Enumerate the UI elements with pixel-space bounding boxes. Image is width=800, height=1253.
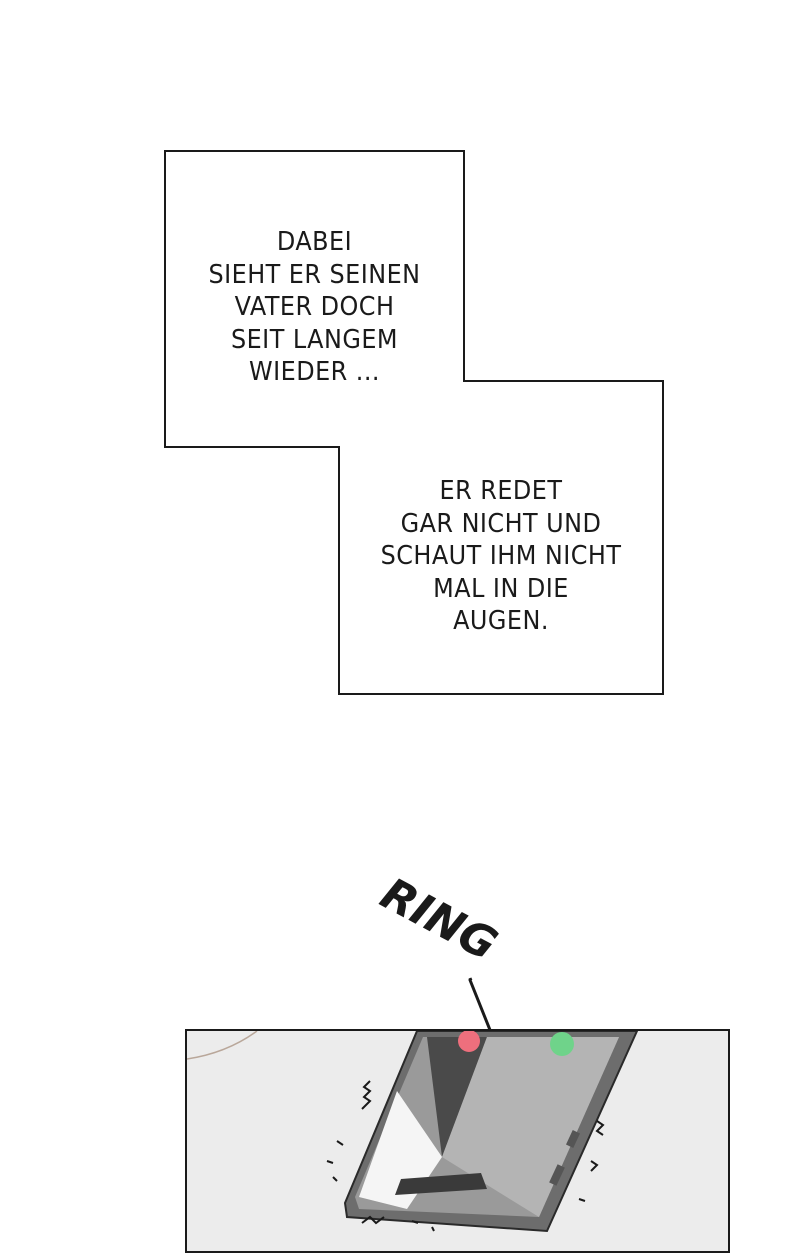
caption-outline bbox=[164, 150, 664, 695]
smartphone-icon bbox=[187, 1031, 639, 1233]
ring-sfx-text: RING bbox=[372, 868, 505, 971]
decline-call-button bbox=[458, 1031, 480, 1052]
caption-box-second: ER REDET GAR NICHT UND SCHAUT IHM NICHT … bbox=[340, 448, 662, 693]
caption-box-first: DABEI SIEHT ER SEINEN VATER DOCH SEIT LA… bbox=[166, 152, 463, 446]
caption-text-first: DABEI SIEHT ER SEINEN VATER DOCH SEIT LA… bbox=[208, 227, 421, 387]
caption-text-second: ER REDET GAR NICHT UND SCHAUT IHM NICHT … bbox=[380, 476, 622, 636]
accept-call-button bbox=[550, 1032, 574, 1056]
ring-sound-effect: RING bbox=[372, 868, 505, 980]
phone-panel bbox=[185, 1029, 730, 1253]
